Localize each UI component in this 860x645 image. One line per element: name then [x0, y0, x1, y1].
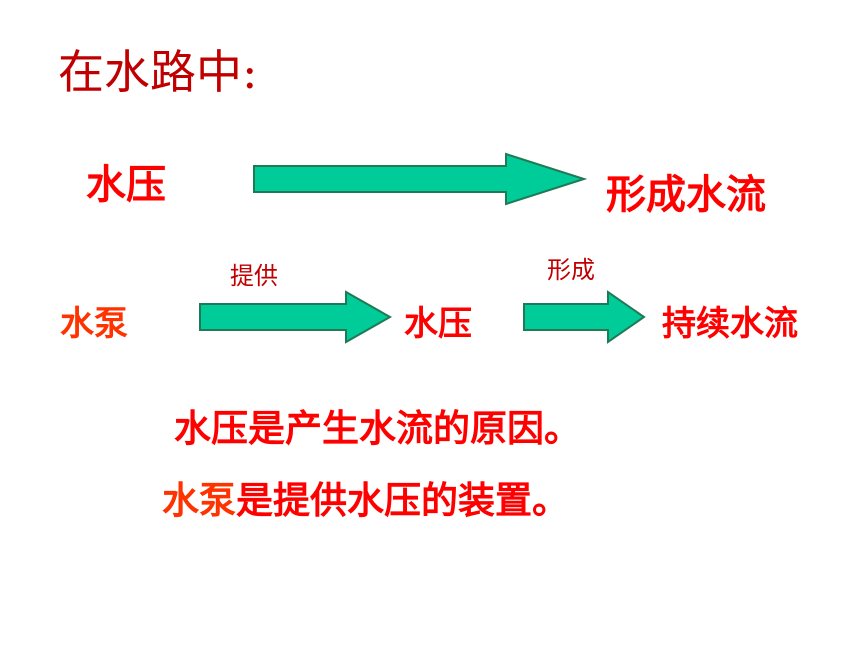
- row1-arrow: [253, 152, 588, 206]
- row2-water-pump: 水泵: [60, 304, 128, 344]
- row2-arrow1: [199, 290, 393, 344]
- row2-arrow1-label: 提供: [230, 262, 278, 290]
- conclusion-line-2-rest: 是提供水压的装置。: [236, 479, 569, 522]
- conclusion-line-1: 水压是产生水流的原因。: [174, 407, 581, 450]
- conclusion-line-2: 水泵是提供水压的装置。: [162, 470, 569, 524]
- row2-water-pressure: 水压: [404, 304, 472, 344]
- conclusion-line-2-prefix: 水泵: [162, 479, 236, 522]
- row2-arrow2: [523, 290, 646, 344]
- row2-continuous-water-flow: 持续水流: [662, 304, 798, 344]
- row1-forms-water-flow: 形成水流: [606, 172, 766, 218]
- row1-water-pressure: 水压: [86, 162, 166, 208]
- slide-title: 在水路中:: [58, 45, 258, 99]
- row2-arrow2-label: 形成: [547, 256, 595, 284]
